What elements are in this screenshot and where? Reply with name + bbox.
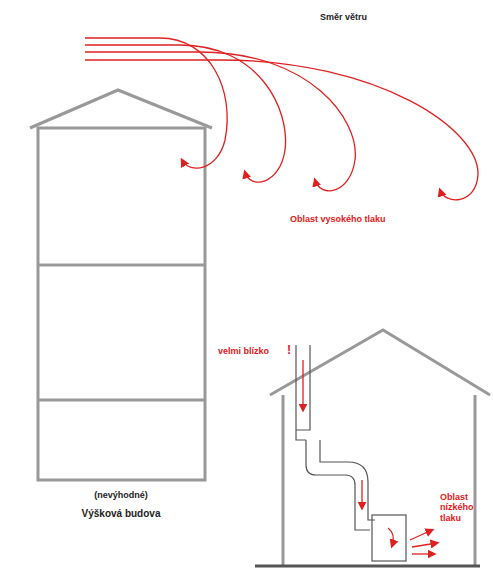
warning-label: velmi blízko — [218, 346, 269, 356]
floor-line — [255, 565, 480, 568]
flue-pipe — [296, 345, 406, 561]
small-house — [270, 330, 490, 565]
wind-direction-label: Směr větru — [320, 12, 367, 22]
tall-building — [30, 90, 212, 480]
flow-arrows — [303, 360, 437, 554]
warning-mark: ! — [287, 344, 291, 358]
low-pressure-label: Oblast nízkého tlaku — [440, 492, 488, 523]
wind-lines — [85, 38, 478, 200]
high-pressure-label: Oblast vysokého tlaku — [290, 214, 386, 224]
building-caption: Výšková budova — [82, 508, 161, 520]
note-label: (nevýhodné) — [94, 490, 148, 500]
